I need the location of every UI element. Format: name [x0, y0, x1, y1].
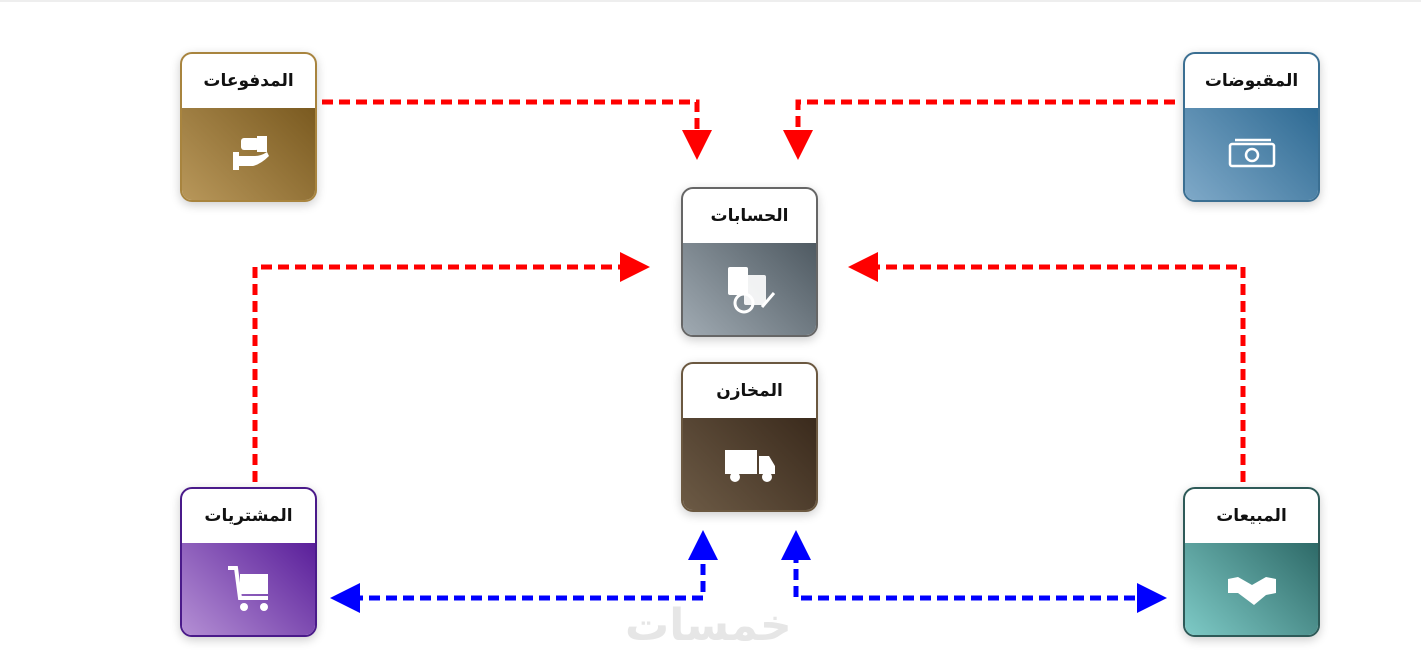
card-label: المبيعات: [1216, 506, 1287, 526]
card-payments[interactable]: المدفوعات: [180, 52, 317, 202]
arrow-receipts-to-accounts: [783, 99, 1175, 160]
card-accounts[interactable]: الحسابات: [681, 187, 818, 337]
card-warehouses[interactable]: المخازن: [681, 362, 818, 512]
cart-icon: [227, 566, 268, 611]
banknote-icon: [1228, 138, 1275, 168]
card-label: المقبوضات: [1204, 71, 1299, 91]
truck-icon: [724, 450, 775, 482]
calculator-invoice-icon: [727, 267, 775, 314]
hand-money-icon: [232, 136, 269, 170]
watermark: خمسات: [625, 600, 792, 651]
arrow-warehouses-purchases: [330, 530, 718, 613]
arrow-sales-to-accounts: [848, 252, 1246, 482]
card-label: المشتريات: [204, 506, 293, 526]
arrow-purchases-to-accounts: [252, 252, 650, 482]
top-divider: [0, 0, 1421, 2]
card-label: المدفوعات: [203, 71, 294, 91]
handshake-icon: [1227, 577, 1276, 605]
card-sales[interactable]: المبيعات: [1183, 487, 1320, 637]
card-label: الحسابات: [710, 206, 789, 226]
arrow-payments-to-accounts: [322, 99, 712, 160]
card-purchases[interactable]: المشتريات: [180, 487, 317, 637]
card-receipts[interactable]: المقبوضات: [1183, 52, 1320, 202]
card-label: المخازن: [716, 381, 783, 401]
arrow-warehouses-sales: [781, 530, 1167, 613]
